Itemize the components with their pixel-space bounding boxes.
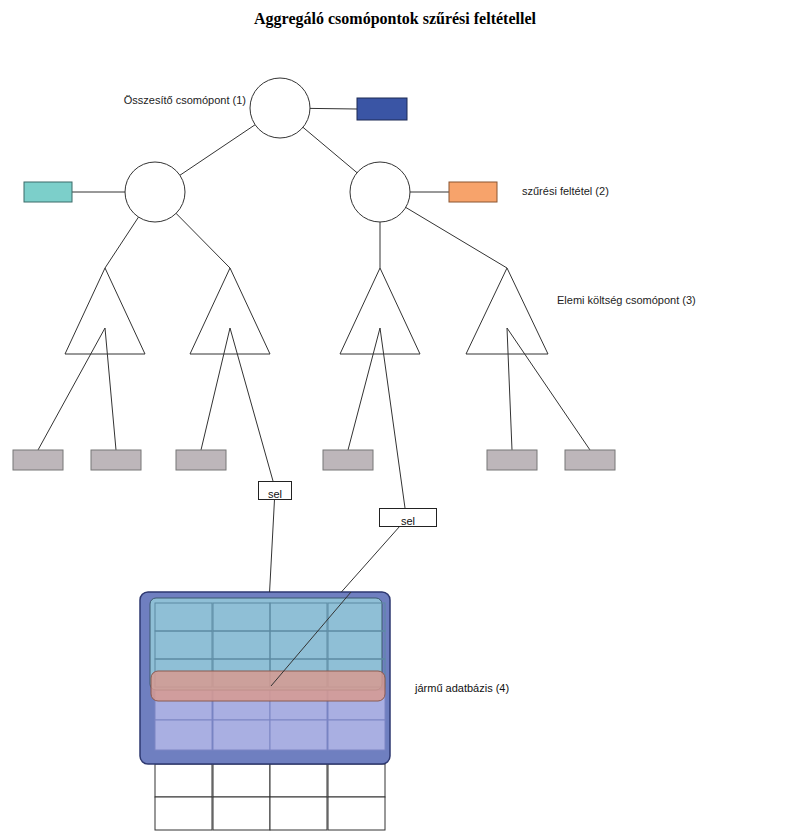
filter-swatch <box>24 182 72 202</box>
callout-label: Összesítő csomópont (1) <box>100 94 246 107</box>
select-box: sel <box>258 481 292 500</box>
filter-swatch <box>449 182 497 202</box>
callout-label: szűrési feltétel (2) <box>522 185 609 198</box>
database-graphic <box>140 592 390 830</box>
callout-label: Elemi költség csomópont (3) <box>557 294 696 307</box>
node-text: jármű adatbázis (4) <box>415 682 509 695</box>
cost-triangle <box>65 268 548 354</box>
select-box: sel <box>379 508 437 527</box>
leaf-cost <box>13 450 615 470</box>
diagram-title: Aggregáló csomópontok szűrési feltételle… <box>0 10 790 28</box>
connector-line <box>270 500 275 593</box>
connector-line <box>341 527 399 593</box>
vehicle-database: jármű adatbázis (4) <box>140 592 390 764</box>
filter-swatch <box>357 98 407 120</box>
node-text: sel <box>401 515 415 528</box>
node-text: sel <box>268 488 282 501</box>
